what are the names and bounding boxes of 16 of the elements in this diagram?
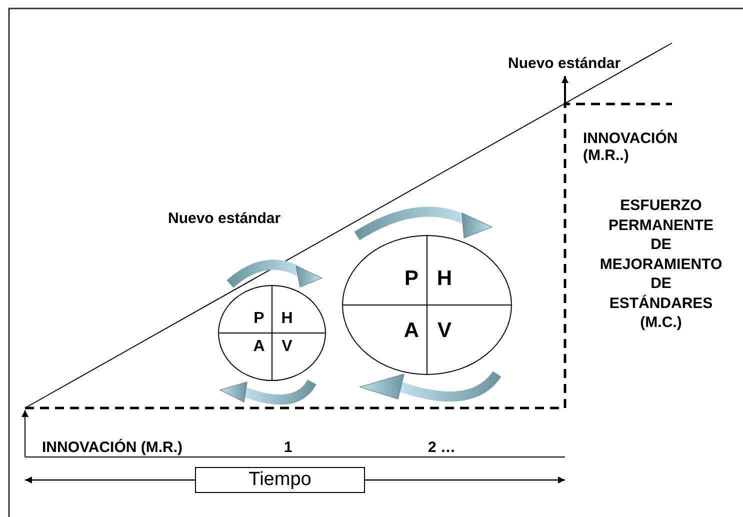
quadrant-letter: A xyxy=(252,338,266,357)
standard-label: Nuevo estándar xyxy=(508,55,621,72)
innovation-label: INNOVACIÓN (M.R.) xyxy=(42,439,183,456)
time-box: Tiempo xyxy=(195,467,365,493)
quadrant-letter: P xyxy=(252,310,266,329)
quadrant-letter: P xyxy=(403,267,420,292)
quadrant-letter: V xyxy=(436,319,452,344)
quadrant-letter: A xyxy=(402,319,420,344)
step-number: 2 … xyxy=(428,439,456,456)
quadrant-letter: H xyxy=(280,310,294,329)
quadrant-letter: V xyxy=(280,338,294,357)
innovation-label: INNOVACIÓN (M.R..) xyxy=(583,130,679,164)
effort-label: ESFUERZO PERMANENTE DE MEJORAMIENTO DE ESTÁNDARES (M.C.) xyxy=(598,196,724,332)
step-number: 1 xyxy=(284,439,292,456)
quadrant-letter: H xyxy=(436,267,454,292)
standard-label: Nuevo estándar xyxy=(168,210,281,228)
